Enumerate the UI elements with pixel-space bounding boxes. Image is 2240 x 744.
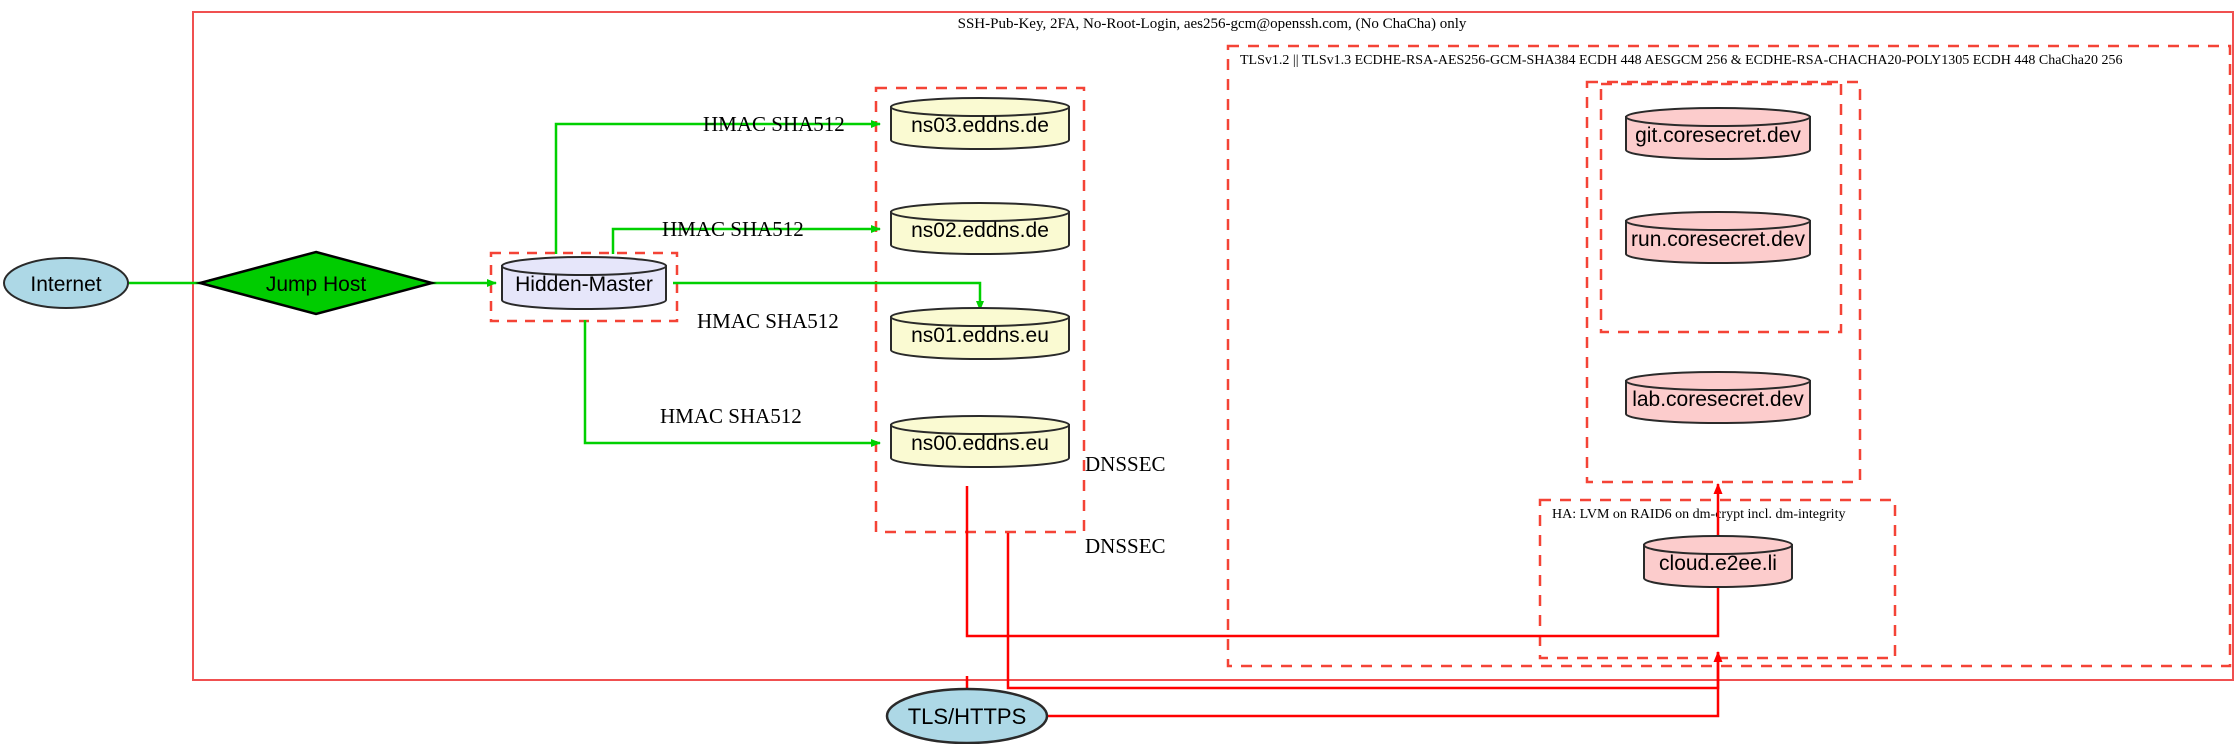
internet-label: Internet: [30, 273, 101, 296]
git-body: [1625, 116, 1811, 160]
ns03-body: [890, 106, 1070, 150]
node-run-coresecret[interactable]: run.coresecret.dev: [1625, 211, 1811, 264]
ns00-top: [890, 415, 1070, 435]
edge-hiddenmaster-to-ns02: [611, 225, 881, 254]
node-internet[interactable]: Internet: [3, 257, 129, 309]
node-cloud-e2ee[interactable]: cloud.e2ee.li: [1643, 535, 1793, 588]
edge-label-hmac-ns01: HMAC SHA512: [697, 309, 839, 333]
git-label: git.coresecret.dev: [1635, 124, 1801, 147]
hidden-master-body: [501, 265, 667, 310]
cloud-body: [1643, 544, 1793, 588]
tls-zone-boundary: [1226, 44, 2232, 668]
ha-zone-label: HA: LVM on RAID6 on dm-crypt incl. dm-in…: [1552, 507, 1845, 522]
ns02-top: [890, 202, 1070, 222]
edge-hiddenmaster-to-ns01: [673, 281, 984, 311]
ns01-body: [890, 316, 1070, 360]
hidden-master-label: Hidden-Master: [515, 273, 653, 296]
ns03-top: [890, 97, 1070, 117]
ns01-top: [890, 307, 1070, 327]
node-ns00[interactable]: ns00.eddns.eu: [890, 415, 1070, 468]
tls-https-ellipse: [885, 687, 1049, 744]
edge-label-hmac-ns00: HMAC SHA512: [660, 404, 802, 428]
coresecret-zone-boundary: [1599, 82, 1843, 334]
node-tls-https[interactable]: TLS/HTTPS: [885, 687, 1049, 744]
edge-label-hmac-ns03: HMAC SHA512: [703, 112, 845, 136]
edge-hiddenmaster-to-ns03: [554, 120, 881, 254]
lab-body: [1625, 380, 1811, 424]
node-lab-coresecret[interactable]: lab.coresecret.dev: [1625, 371, 1811, 424]
edge-label-dnssec-lower: DNSSEC: [1085, 534, 1166, 558]
ns00-body: [890, 424, 1070, 468]
edge-hiddenmaster-to-ns00: [583, 320, 881, 447]
tls-zone-label: TLSv1.2 || TLSv1.3 ECDHE-RSA-AES256-GCM-…: [1240, 53, 2122, 68]
ns01-label: ns01.eddns.eu: [911, 324, 1049, 347]
edge-label-hmac-ns02: HMAC SHA512: [662, 217, 804, 241]
ns03-label: ns03.eddns.de: [911, 114, 1049, 137]
run-label: run.coresecret.dev: [1631, 228, 1805, 251]
node-ns01[interactable]: ns01.eddns.eu: [890, 307, 1070, 360]
internet-ellipse: [3, 257, 129, 309]
node-ns03[interactable]: ns03.eddns.de: [890, 97, 1070, 150]
dns-zone-boundary: [874, 86, 1086, 534]
run-body: [1625, 220, 1811, 264]
edge-tlshttps-rightlink: [1047, 652, 1720, 718]
ns02-body: [890, 211, 1070, 255]
node-jump-host[interactable]: Jump Host: [195, 250, 437, 316]
lab-cloud-zone-boundary: [1585, 80, 1862, 484]
git-top: [1625, 107, 1811, 127]
edge-label-dnssec-upper: DNSSEC: [1085, 452, 1166, 476]
cloud-top: [1643, 535, 1793, 555]
run-top: [1625, 211, 1811, 231]
lab-label: lab.coresecret.dev: [1632, 388, 1804, 411]
ssh-zone-label: SSH-Pub-Key, 2FA, No-Root-Login, aes256-…: [958, 16, 1467, 32]
ssh-zone-boundary: [192, 11, 2234, 681]
cloud-label: cloud.e2ee.li: [1659, 552, 1777, 575]
node-ns02[interactable]: ns02.eddns.de: [890, 202, 1070, 255]
ns02-label: ns02.eddns.de: [911, 219, 1049, 242]
ns00-label: ns00.eddns.eu: [911, 432, 1049, 455]
hidden-master-top: [501, 256, 667, 276]
jump-host-diamond: [195, 250, 437, 316]
tls-https-label: TLS/HTTPS: [908, 704, 1027, 729]
jump-host-label: Jump Host: [266, 273, 367, 296]
node-hidden-master[interactable]: Hidden-Master: [501, 256, 667, 310]
node-git-coresecret[interactable]: git.coresecret.dev: [1625, 107, 1811, 160]
lab-top: [1625, 371, 1811, 391]
